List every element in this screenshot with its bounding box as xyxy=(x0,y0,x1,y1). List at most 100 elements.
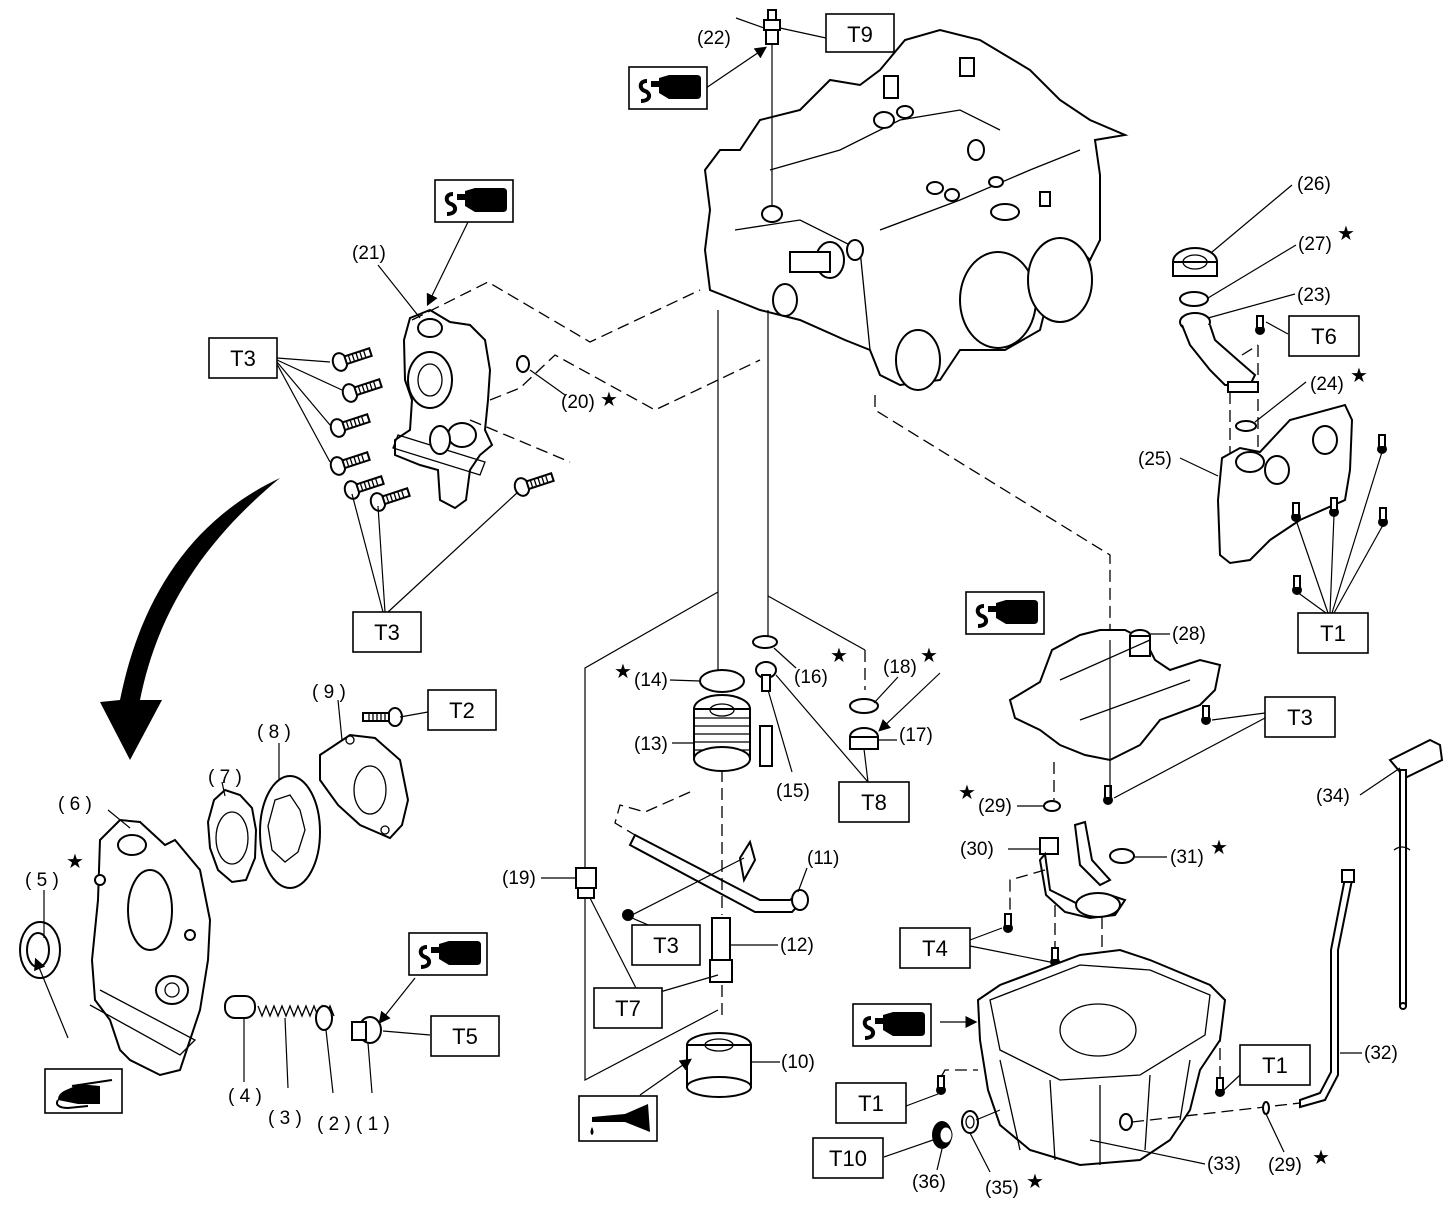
part-4-relief-valve xyxy=(224,995,256,1019)
torque-box-t3-pump-lower: T3 xyxy=(352,611,422,653)
part-1-plug xyxy=(351,1016,382,1044)
star-icon: ★ xyxy=(830,643,848,667)
torque-box-t1-pan-left: T1 xyxy=(835,1082,907,1124)
part-28-baffle-plate xyxy=(1008,629,1222,762)
part-15-union-bolt xyxy=(755,661,777,692)
callout-14: (14) xyxy=(634,670,668,691)
callout-7: ( 7 ) xyxy=(208,767,242,788)
part-10-oil-filter xyxy=(686,1032,752,1098)
part-14-o-ring xyxy=(699,669,745,693)
part-32-level-gauge-guide xyxy=(1299,869,1355,1109)
svg-text:T6: T6 xyxy=(1311,324,1337,349)
callout-22: (22) xyxy=(697,28,731,49)
star-markers: ★ ★ ★ ★ ★ ★ ★ ★ ★ ★ ★ xyxy=(66,221,1368,1193)
torque-box-t6: T6 xyxy=(1288,315,1360,357)
svg-text:T4: T4 xyxy=(922,936,948,961)
callout-labels: ( 1 ) ( 2 ) ( 3 ) ( 4 ) ( 5 ) ( 6 ) ( 7 … xyxy=(25,28,1398,1199)
callout-6: ( 6 ) xyxy=(58,794,92,815)
torque-box-t9: T9 xyxy=(825,13,895,53)
callout-11: (11) xyxy=(807,848,839,869)
part-33-oil-pan xyxy=(976,948,1227,1167)
part-27-gasket xyxy=(1179,291,1209,307)
part-22-oil-pressure-switch xyxy=(763,9,781,205)
torque-box-t2: T2 xyxy=(427,689,497,731)
callout-24: (24) xyxy=(1310,374,1344,395)
callout-19: (19) xyxy=(502,868,536,889)
part-19-plug xyxy=(575,867,597,899)
liquid-gasket-icon xyxy=(627,65,709,111)
torque-box-t1-pan-right: T1 xyxy=(1239,1044,1311,1086)
callout-17: (17) xyxy=(899,725,933,746)
part-36-drain-plug xyxy=(932,1121,953,1149)
liquid-gasket-icon xyxy=(433,178,515,224)
part-9-pump-cover xyxy=(319,733,410,840)
callout-18: (18) xyxy=(883,657,917,678)
part-30-oil-strainer xyxy=(1038,820,1127,920)
part-8-outer-rotor xyxy=(259,775,321,889)
part-2-washer xyxy=(315,1005,333,1031)
svg-text:T3: T3 xyxy=(374,620,400,645)
callout-21: (21) xyxy=(352,243,386,264)
liquid-gasket-icon xyxy=(964,590,1046,636)
part-7-inner-rotor xyxy=(206,788,258,884)
grease-gun-icon xyxy=(44,1068,123,1114)
part-23-filler-duct xyxy=(1179,312,1259,393)
svg-text:T8: T8 xyxy=(861,790,887,815)
callout-16: (16) xyxy=(794,667,828,688)
part-12-connector xyxy=(709,917,733,983)
part-21-oil-pump-assembly xyxy=(392,308,494,510)
callout-25: (25) xyxy=(1138,449,1172,470)
callout-33: (33) xyxy=(1207,1154,1241,1175)
liquid-gasket-icon xyxy=(851,1002,933,1048)
torque-box-t3-baffle: T3 xyxy=(1264,696,1336,738)
svg-text:T5: T5 xyxy=(452,1024,478,1049)
svg-text:T2: T2 xyxy=(449,698,475,723)
callout-34: (34) xyxy=(1316,786,1350,807)
part-29-o-ring xyxy=(1043,800,1061,812)
callout-27: (27) xyxy=(1298,234,1332,255)
part-18-gasket xyxy=(849,698,879,714)
part-26-filler-cap xyxy=(1172,247,1218,277)
callout-30: (30) xyxy=(960,839,994,860)
callout-31: (31) xyxy=(1170,847,1204,868)
callout-28: (28) xyxy=(1172,624,1206,645)
callout-32: (32) xyxy=(1364,1043,1398,1064)
part-35-gasket xyxy=(961,1110,979,1134)
star-icon: ★ xyxy=(66,849,84,873)
torque-box-t1-cover: T1 xyxy=(1297,612,1369,654)
part-17-plug xyxy=(849,727,879,750)
callout-26: (26) xyxy=(1297,174,1331,195)
oil-can-icon xyxy=(578,1095,658,1142)
svg-text:T10: T10 xyxy=(829,1146,867,1171)
callout-23: (23) xyxy=(1297,285,1331,306)
callout-36: (36) xyxy=(912,1172,946,1193)
svg-text:T1: T1 xyxy=(1262,1053,1288,1078)
callout-8: ( 8 ) xyxy=(257,722,291,743)
svg-text:T7: T7 xyxy=(615,996,641,1021)
callout-13: (13) xyxy=(634,734,668,755)
part-16-o-ring xyxy=(752,635,778,649)
cylinder-block xyxy=(703,28,1129,391)
torque-box-t10: T10 xyxy=(812,1137,884,1179)
callout-4: ( 4 ) xyxy=(228,1086,262,1107)
part-20-o-ring xyxy=(516,355,530,373)
callout-29-strainer: (29) xyxy=(978,796,1012,817)
callout-10: (10) xyxy=(781,1052,815,1073)
callout-3: ( 3 ) xyxy=(268,1108,302,1129)
svg-text:T3: T3 xyxy=(1287,705,1313,730)
callout-12: (12) xyxy=(780,935,814,956)
callout-1: ( 1 ) xyxy=(356,1114,390,1135)
star-icon: ★ xyxy=(1312,1145,1330,1169)
svg-text:T3: T3 xyxy=(653,933,679,958)
svg-text:T1: T1 xyxy=(1320,621,1346,646)
star-icon: ★ xyxy=(1350,363,1368,387)
callout-29-guide: (29) xyxy=(1268,1155,1302,1176)
curved-arrow xyxy=(100,478,280,760)
star-icon: ★ xyxy=(920,643,938,667)
torque-box-t8: T8 xyxy=(838,781,910,823)
star-icon: ★ xyxy=(614,659,632,683)
torque-box-t3-pump-upper: T3 xyxy=(208,337,278,379)
star-icon: ★ xyxy=(958,780,976,804)
part-34-oil-level-gauge xyxy=(1388,738,1444,1010)
